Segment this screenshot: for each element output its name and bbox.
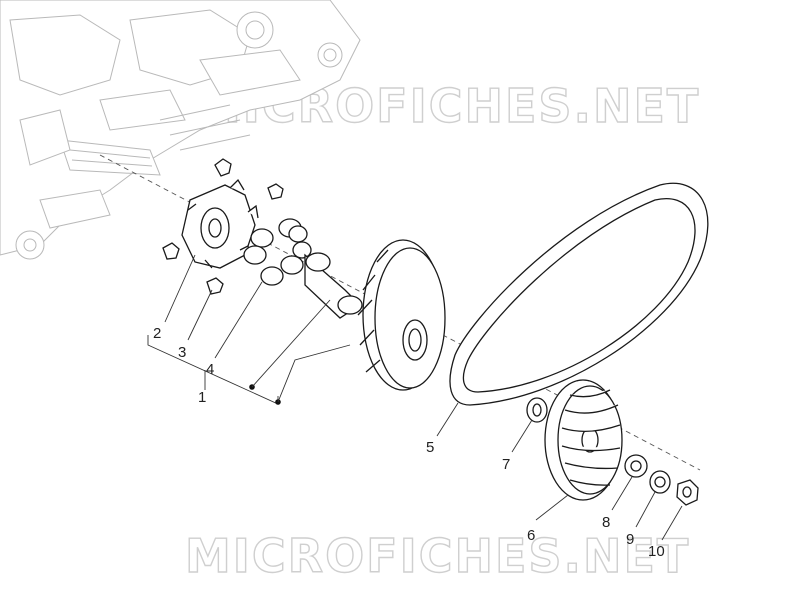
rollers [243, 218, 312, 286]
callout-7: 7 [502, 456, 510, 473]
callout-3: 3 [178, 344, 186, 361]
washer-9 [649, 470, 671, 494]
callout-4: 4 [206, 361, 214, 378]
washer-8 [624, 454, 648, 478]
callout-10: 10 [648, 543, 665, 560]
callout-6: 6 [527, 527, 535, 544]
callout-8: 8 [602, 514, 610, 531]
watermark-bottom: MICROFICHES.NET [185, 529, 690, 583]
nut-10 [676, 479, 699, 506]
fan-plate [544, 379, 623, 501]
washer-7 [526, 397, 548, 423]
drive-belt [449, 182, 709, 406]
engine-crankcase-ghost [0, 0, 361, 260]
callout-2: 2 [153, 325, 161, 342]
bushing [304, 252, 363, 319]
drive-pulley [357, 239, 446, 391]
group-bracket [147, 299, 351, 405]
callout-1: 1 [198, 389, 206, 406]
leader-lines [164, 254, 683, 541]
callout-5: 5 [426, 439, 434, 456]
callout-9: 9 [626, 531, 634, 548]
guide-slides [162, 158, 284, 295]
